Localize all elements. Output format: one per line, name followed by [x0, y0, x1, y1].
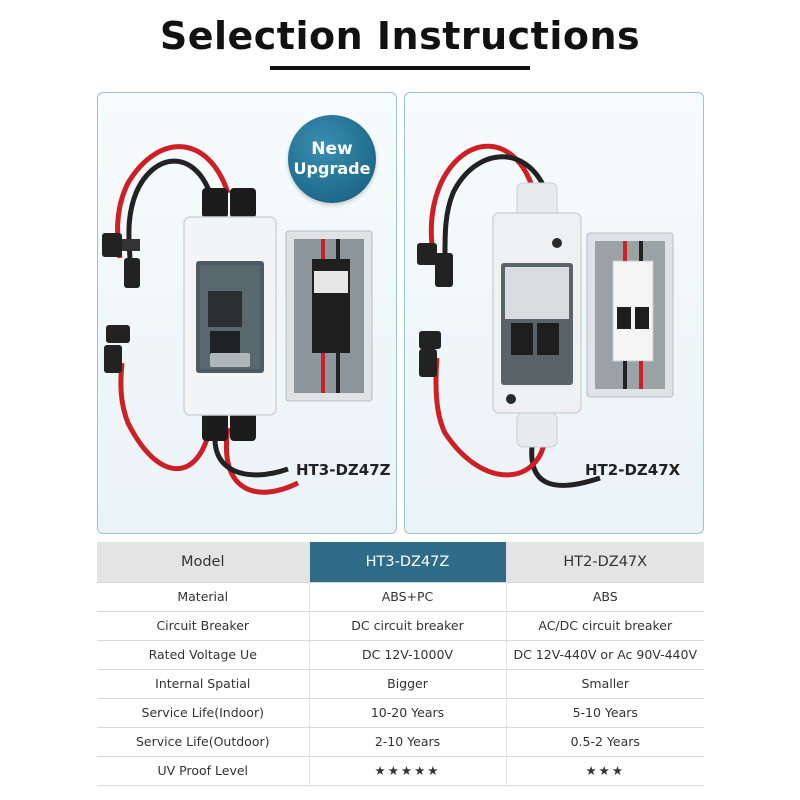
row-value-ht3: Bigger: [308, 669, 506, 699]
row-value-ht3: 2-10 Years: [308, 727, 506, 757]
badge-line-2: Upgrade: [293, 158, 371, 178]
table-row: Service Life(Outdoor) 2-10 Years 0.5-2 Y…: [97, 727, 704, 757]
row-value-ht2: Smaller: [505, 669, 704, 699]
row-value-ht2: ABS: [505, 582, 704, 612]
row-label: Service Life(Outdoor): [97, 727, 309, 757]
row-value-ht3: DC circuit breaker: [308, 611, 506, 641]
title-underline: [270, 66, 530, 70]
row-value-ht3: ABS+PC: [308, 582, 506, 612]
new-upgrade-badge: New Upgrade: [288, 115, 376, 203]
uv-stars-ht3: ★★★★★: [308, 756, 506, 786]
table-header-ht2: HT2-DZ47X: [505, 542, 704, 583]
row-label: Internal Spatial: [97, 669, 309, 699]
comparison-table: Model HT3-DZ47Z HT2-DZ47X Material ABS+P…: [97, 542, 704, 786]
table-row: UV Proof Level ★★★★★ ★★★: [97, 756, 704, 786]
row-label: Rated Voltage Ue: [97, 640, 309, 670]
product-illustration-ht3: [102, 144, 373, 495]
badge-line-1: New: [311, 139, 353, 160]
table-header-ht3: HT3-DZ47Z: [308, 542, 506, 583]
product-model-label-ht3: HT3-DZ47Z: [296, 461, 391, 479]
row-value-ht2: 5-10 Years: [505, 698, 704, 728]
row-label: Service Life(Indoor): [97, 698, 309, 728]
product-illustration-ht2: [417, 143, 674, 488]
row-value-ht3: 10-20 Years: [308, 698, 506, 728]
page-title: Selection Instructions: [159, 14, 641, 58]
product-panel-ht3: New Upgrade HT3-DZ47Z: [97, 92, 397, 534]
product-model-label-ht2: HT2-DZ47X: [585, 461, 681, 479]
uv-stars-ht2: ★★★: [505, 756, 704, 786]
table-row: Rated Voltage Ue DC 12V-1000V DC 12V-440…: [97, 640, 704, 670]
row-value-ht2: 0.5-2 Years: [505, 727, 704, 757]
row-value-ht2: AC/DC circuit breaker: [505, 611, 704, 641]
table-header-model: Model: [97, 542, 309, 583]
table-row: Internal Spatial Bigger Smaller: [97, 669, 704, 699]
product-panel-ht2: HT2-DZ47X: [404, 92, 704, 534]
row-value-ht3: DC 12V-1000V: [308, 640, 506, 670]
table-header-row: Model HT3-DZ47Z HT2-DZ47X: [97, 542, 704, 583]
table-row: Material ABS+PC ABS: [97, 582, 704, 612]
row-label: Circuit Breaker: [97, 611, 309, 641]
table-row: Circuit Breaker DC circuit breaker AC/DC…: [97, 611, 704, 641]
row-label: Material: [97, 582, 309, 612]
table-row: Service Life(Indoor) 10-20 Years 5-10 Ye…: [97, 698, 704, 728]
row-value-ht2: DC 12V-440V or Ac 90V-440V: [505, 640, 704, 670]
row-label: UV Proof Level: [97, 756, 309, 786]
